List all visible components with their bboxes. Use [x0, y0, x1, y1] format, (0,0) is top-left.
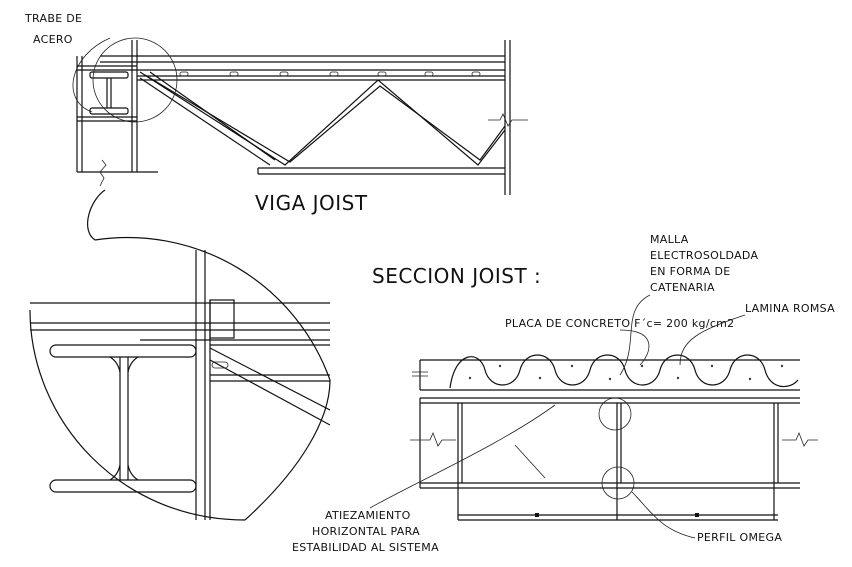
- seccion-joist-title: SECCION JOIST :: [372, 264, 541, 288]
- upper-chord-callout: [598, 397, 632, 431]
- perfil-leader: [631, 491, 696, 539]
- trabe-label-line1: TRABE DE: [24, 12, 82, 25]
- trabe-leader: [72, 37, 111, 113]
- lamina-label: LAMINA ROMSA: [745, 302, 835, 315]
- perfil-omega-label: PERFIL OMEGA: [697, 531, 782, 544]
- connection-detail-enlarged: [29, 189, 331, 521]
- atiezamiento-label: ATIEZAMIENTO HORIZONTAL PARA ESTABILIDAD…: [292, 509, 439, 554]
- malla-label-line3: EN FORMA DE: [650, 265, 731, 278]
- lamina-leader: [679, 314, 746, 366]
- seccion-joist-drawing: [369, 294, 818, 539]
- atiez-leader: [369, 404, 556, 509]
- lower-chord-callout: [601, 466, 635, 500]
- detail-callout-circle: [92, 37, 178, 123]
- atiez-label-line1: ATIEZAMIENTO: [325, 509, 411, 522]
- lamina-romsa-profile: [449, 354, 799, 389]
- atiez-label-line2: HORIZONTAL PARA: [312, 525, 420, 538]
- malla-label: MALLA ELECTROSOLDADA EN FORMA DE CATENAR…: [650, 233, 758, 294]
- placa-leader: [619, 329, 650, 366]
- malla-leader: [619, 294, 651, 376]
- trabe-label-line2: ACERO: [33, 33, 73, 46]
- atiez-label-line3: ESTABILIDAD AL SISTEMA: [292, 541, 439, 554]
- malla-label-line2: ELECTROSOLDADA: [650, 249, 758, 262]
- shear-studs: [179, 71, 481, 77]
- viga-joist-elevation: [72, 37, 528, 195]
- malla-label-line1: MALLA: [650, 233, 689, 246]
- malla-label-line4: CATENARIA: [650, 281, 715, 294]
- viga-joist-title: VIGA JOIST: [255, 191, 368, 215]
- placa-label: PLACA DE CONCRETO F´c= 200 kg/cm2: [505, 317, 734, 330]
